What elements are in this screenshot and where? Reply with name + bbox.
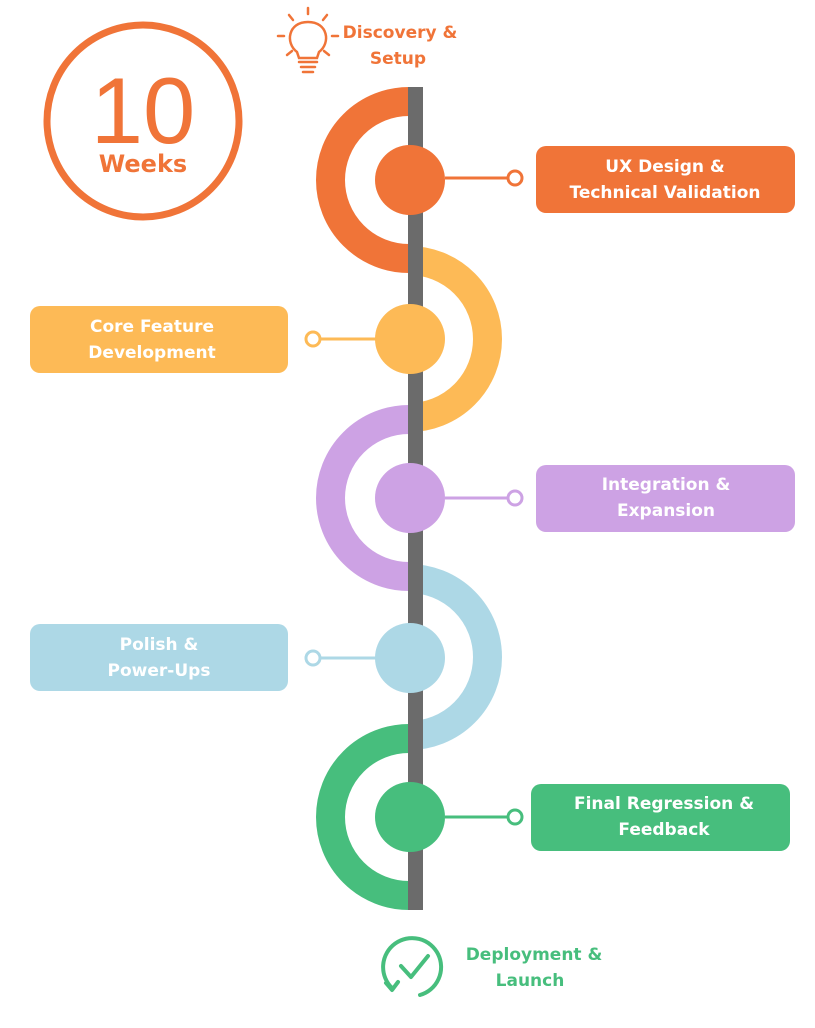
phase-label-line1: Core Feature xyxy=(90,317,214,337)
phase-label-line2: Feedback xyxy=(618,820,710,840)
phase-5: Final Regression & Feedback xyxy=(375,782,790,852)
phase-label-line2: Development xyxy=(88,343,215,363)
check-circle-icon xyxy=(381,936,444,997)
start-title-line2: Setup xyxy=(370,49,426,69)
phase-box xyxy=(536,465,795,532)
duration-badge: 10 Weeks xyxy=(43,21,243,221)
phase-label-line1: Polish & xyxy=(120,635,199,655)
end-title-line1: Deployment & xyxy=(466,945,603,965)
phase-label-line2: Technical Validation xyxy=(569,183,760,203)
arc-phase-1 xyxy=(316,87,410,273)
arc-phase-3 xyxy=(316,405,410,591)
arc-phase-5 xyxy=(316,724,410,910)
phase-box xyxy=(30,306,288,373)
phase-label-line1: UX Design & xyxy=(605,157,725,177)
phase-box xyxy=(536,146,795,213)
phase-2: Core Feature Development xyxy=(30,304,445,374)
start-milestone: Discovery & Setup xyxy=(276,6,458,74)
end-title-line2: Launch xyxy=(496,971,565,991)
phase-box xyxy=(30,624,288,691)
phase-arcs xyxy=(316,87,502,910)
phase-label-line2: Expansion xyxy=(617,501,715,521)
end-milestone: Deployment & Launch xyxy=(381,936,603,997)
phase-1: UX Design & Technical Validation xyxy=(375,145,795,215)
phase-4: Polish & Power-Ups xyxy=(30,623,445,693)
start-title-line1: Discovery & xyxy=(343,23,458,43)
phase-node xyxy=(375,145,445,215)
phase-node xyxy=(375,304,445,374)
duration-unit: Weeks xyxy=(99,150,187,178)
phase-node xyxy=(375,623,445,693)
phase-label-line2: Power-Ups xyxy=(108,661,211,681)
phase-node xyxy=(375,463,445,533)
arc-phase-4 xyxy=(408,564,502,750)
lightbulb-icon xyxy=(276,6,340,74)
phase-label-line1: Final Regression & xyxy=(574,794,754,814)
arc-phase-2 xyxy=(408,246,502,432)
duration-number: 10 xyxy=(91,58,196,163)
phase-node xyxy=(375,782,445,852)
phase-box xyxy=(531,784,790,851)
phase-3: Integration & Expansion xyxy=(375,463,795,533)
phase-label-line1: Integration & xyxy=(602,475,731,495)
